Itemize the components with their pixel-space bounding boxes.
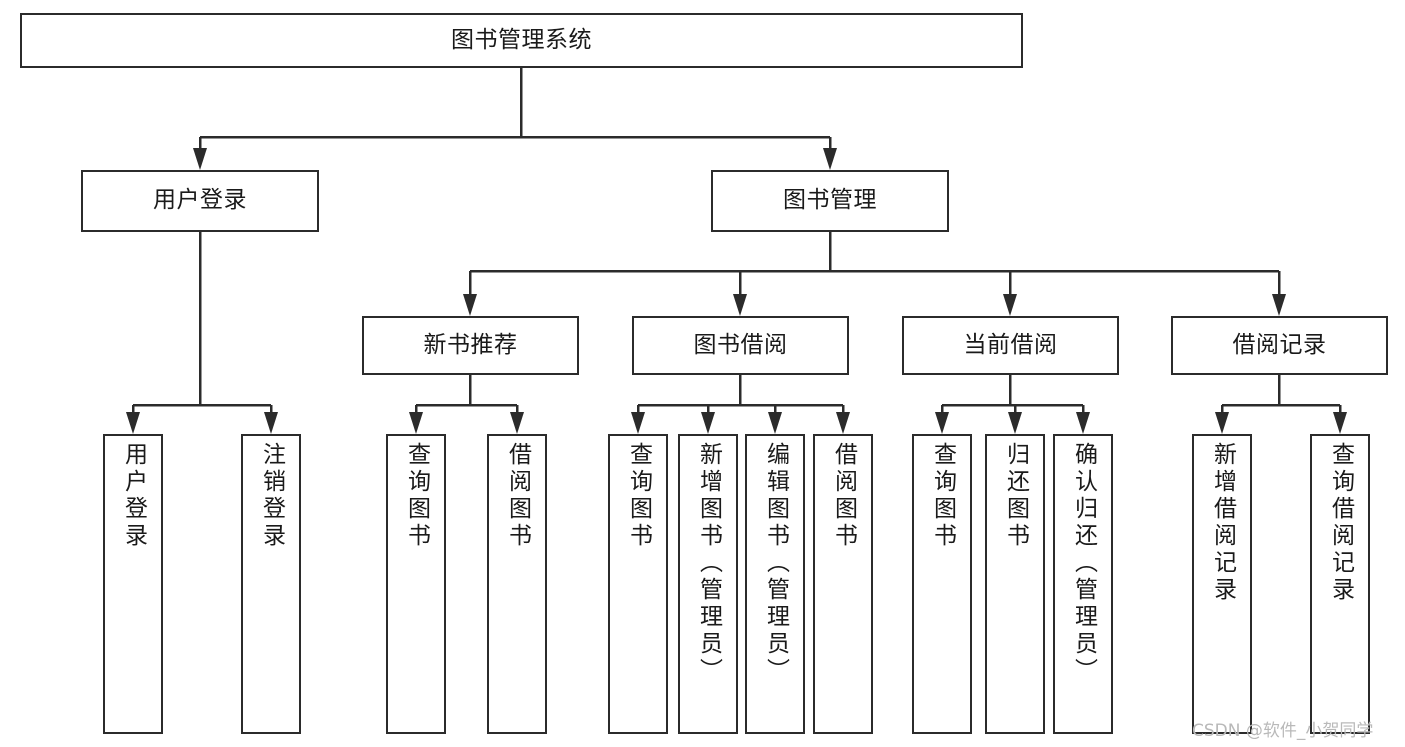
node-label: 新增借阅记录 (1209, 442, 1236, 604)
node-borrow-record[interactable]: 借阅记录 (1171, 316, 1388, 375)
node-leaf-return-book[interactable]: 归还图书 (985, 434, 1045, 734)
node-label: 图书管理 (783, 187, 877, 214)
node-label: 归还图书 (1002, 442, 1029, 550)
node-leaf-confirm-return-admin[interactable]: 确认归还（管理员） (1053, 434, 1113, 734)
node-current-borrow[interactable]: 当前借阅 (902, 316, 1119, 375)
node-label: 查询借阅记录 (1327, 442, 1354, 604)
node-leaf-query-borrow-record[interactable]: 查询借阅记录 (1310, 434, 1370, 734)
node-user-login[interactable]: 用户登录 (81, 170, 319, 232)
node-label: 确认归还（管理员） (1070, 442, 1097, 685)
node-leaf-add-borrow-record[interactable]: 新增借阅记录 (1192, 434, 1252, 734)
watermark-text: CSDN @软件_小贺同学 (1192, 721, 1374, 741)
node-leaf-borrow-book[interactable]: 借阅图书 (813, 434, 873, 734)
node-new-book-recommend[interactable]: 新书推荐 (362, 316, 579, 375)
node-label: 编辑图书（管理员） (762, 442, 789, 685)
node-label: 注销登录 (258, 442, 285, 550)
node-label: 用户登录 (120, 442, 147, 550)
node-label: 借阅图书 (830, 442, 857, 550)
node-label: 新书推荐 (423, 331, 518, 358)
node-leaf-user-logout[interactable]: 注销登录 (241, 434, 301, 734)
node-book-management[interactable]: 图书管理 (711, 170, 949, 232)
node-leaf-edit-book-admin[interactable]: 编辑图书（管理员） (745, 434, 805, 734)
node-label: 图书管理系统 (451, 26, 592, 53)
node-leaf-query-book-recommend[interactable]: 查询图书 (386, 434, 446, 734)
node-root[interactable]: 图书管理系统 (20, 13, 1023, 68)
node-label: 新增图书（管理员） (695, 442, 722, 685)
node-label: 查询图书 (929, 442, 956, 550)
node-label: 图书借阅 (693, 331, 788, 358)
node-leaf-query-book-borrow[interactable]: 查询图书 (608, 434, 668, 734)
node-label: 查询图书 (625, 442, 652, 550)
node-label: 当前借阅 (963, 331, 1058, 358)
node-leaf-query-book-current[interactable]: 查询图书 (912, 434, 972, 734)
node-label: 用户登录 (153, 187, 247, 214)
node-label: 查询图书 (403, 442, 430, 550)
node-book-borrow[interactable]: 图书借阅 (632, 316, 849, 375)
node-leaf-add-book-admin[interactable]: 新增图书（管理员） (678, 434, 738, 734)
node-leaf-borrow-book-recommend[interactable]: 借阅图书 (487, 434, 547, 734)
node-leaf-user-login[interactable]: 用户登录 (103, 434, 163, 734)
node-label: 借阅记录 (1232, 331, 1327, 358)
node-label: 借阅图书 (504, 442, 531, 550)
